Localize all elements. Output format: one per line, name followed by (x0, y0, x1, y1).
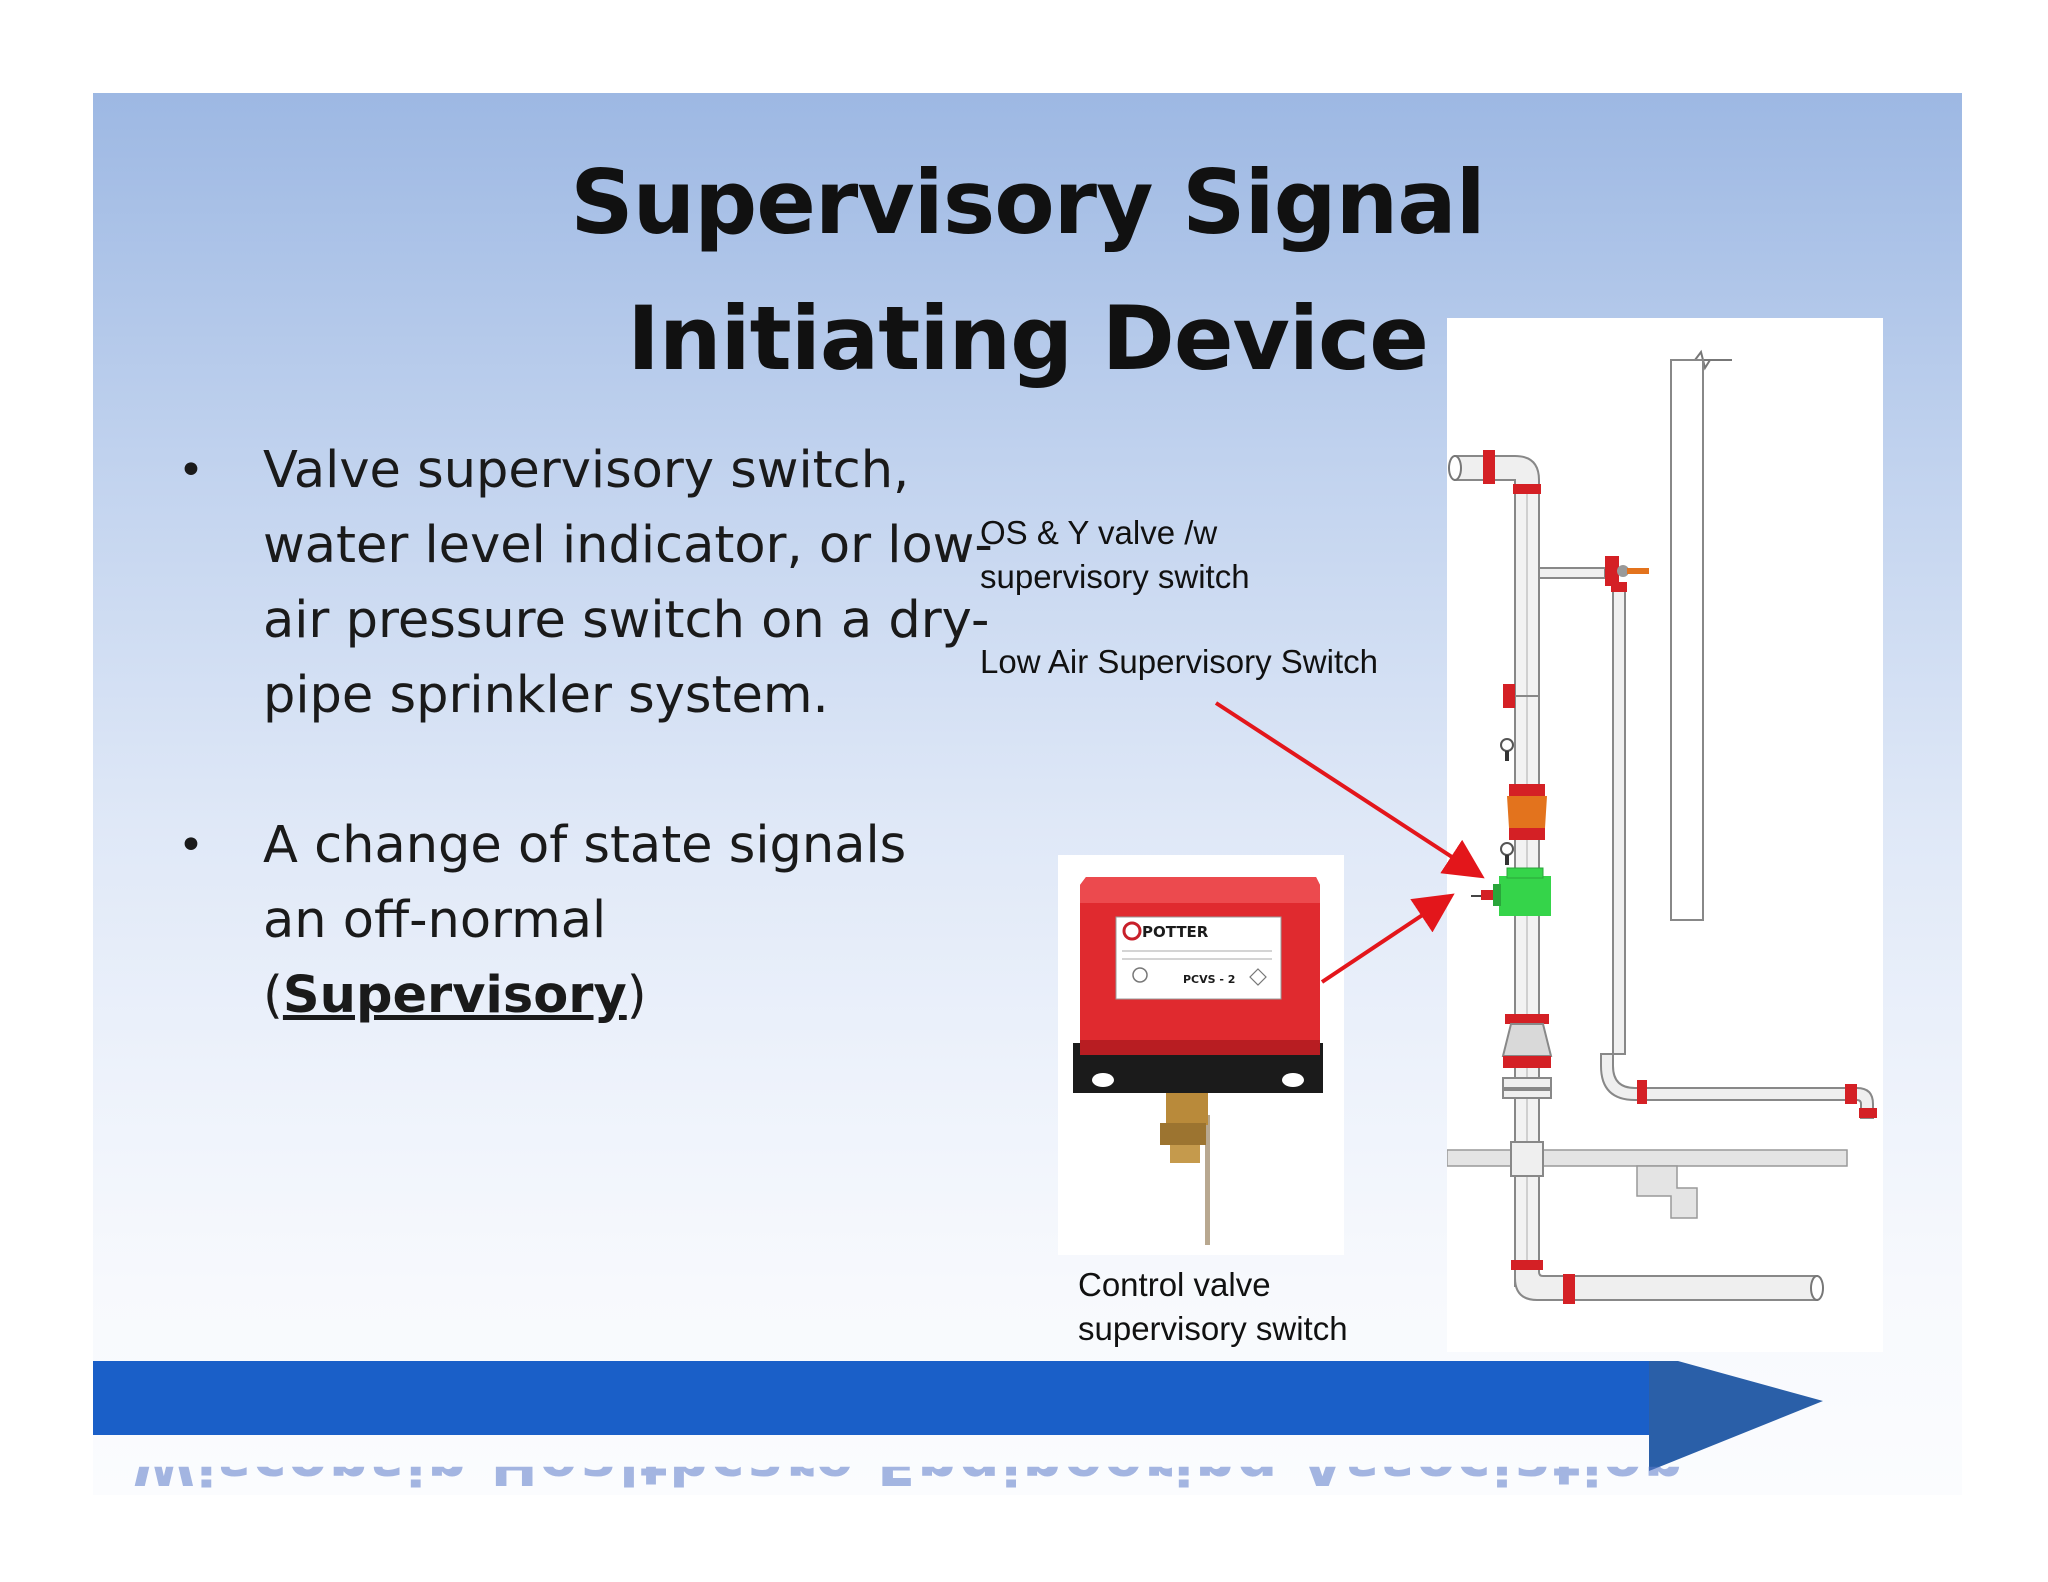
bullet-item: • A change of state signals an off-norma… (178, 808, 963, 1033)
control-valve-label-line-1: Control valve (1078, 1266, 1271, 1303)
blue-footer-arrow-icon (93, 1353, 1823, 1471)
title-line-2: Initiating Device (627, 287, 1429, 390)
red-pointer-arrow-icon (1320, 893, 1455, 984)
supervisory-switch-photo-icon: POTTER PCVS - 2 (1058, 855, 1344, 1255)
control-valve-label: Control valve supervisory switch (1078, 1263, 1348, 1351)
red-pointer-arrow-icon (1214, 701, 1485, 879)
slide-title: Supervisory Signal Initiating Device (93, 135, 1962, 407)
title-line-1: Supervisory Signal (570, 151, 1486, 254)
osy-valve-label-line-1: OS & Y valve /w (980, 514, 1218, 551)
low-air-switch-label: Low Air Supervisory Switch (980, 643, 1378, 680)
bullet-text-prefix: A change of state signals an off-normal … (263, 816, 907, 1025)
footer-band (93, 1353, 1962, 1495)
bullet-dot-icon: • (178, 820, 204, 871)
bullet-emphasis: Supervisory (282, 966, 627, 1025)
slide: Supervisory Signal Initiating Device • V… (93, 93, 1962, 1495)
supervisory-switch-photo: POTTER PCVS - 2 (1058, 855, 1344, 1255)
bullet-item: • Valve supervisory switch, water level … (178, 433, 1028, 733)
bullet-dot-icon: • (178, 445, 204, 496)
photo-brand-text: POTTER (1142, 923, 1209, 941)
photo-model-text: PCVS - 2 (1183, 973, 1235, 986)
osy-valve-label-line-2: supervisory switch (980, 558, 1250, 595)
osy-valve-label: OS & Y valve /w supervisory switch (980, 511, 1250, 599)
bullet-text: Valve supervisory switch, water level in… (263, 441, 993, 725)
sprinkler-riser-diagram (1446, 318, 1883, 1352)
bullet-text-suffix: ) (626, 966, 647, 1025)
sprinkler-riser-diagram-icon (1446, 318, 1883, 1352)
control-valve-label-line-2: supervisory switch (1078, 1310, 1348, 1347)
bullet-list: • Valve supervisory switch, water level … (178, 433, 1028, 1108)
